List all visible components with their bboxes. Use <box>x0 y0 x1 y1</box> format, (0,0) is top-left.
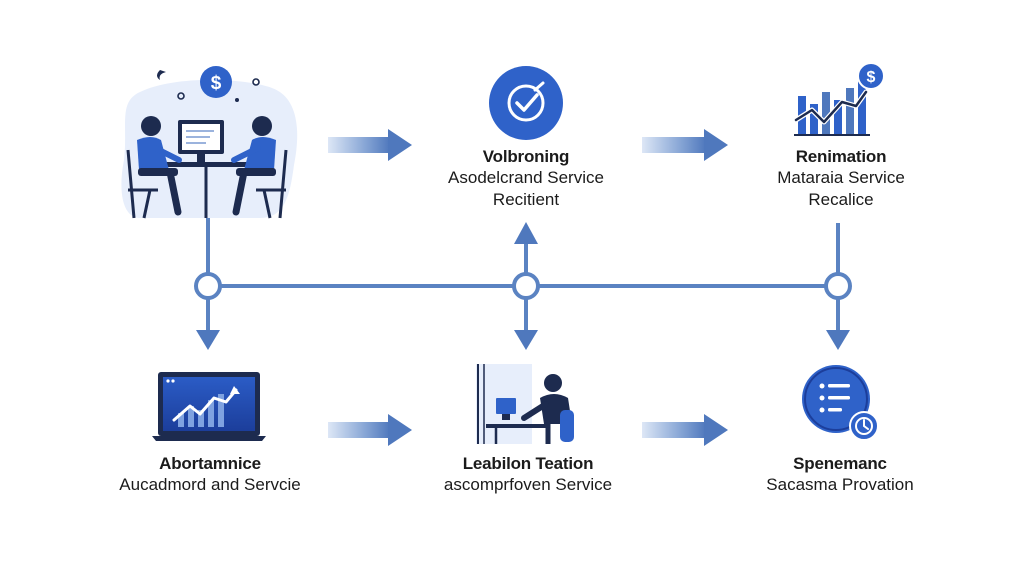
node-subtitle-line: Sacasma Provation <box>766 475 914 494</box>
svg-text:$: $ <box>867 69 876 86</box>
laptop-chart-icon <box>152 372 266 441</box>
flow-arrow-top-2 <box>642 129 728 161</box>
arrowhead-right-down <box>826 330 850 350</box>
connector-bus <box>206 218 840 334</box>
node-subtitle-line: Aucadmord and Servcie <box>119 475 301 494</box>
growth-chart-dollar-icon: $ <box>793 62 885 136</box>
person-at-computer-icon <box>476 364 574 444</box>
node-title: Abortamnice <box>159 454 261 473</box>
flow-arrow-bottom-1 <box>328 414 412 446</box>
node-subtitle-line: Recalice <box>808 190 874 209</box>
checklist-clock-icon <box>802 365 879 441</box>
node-label-bottom-left: Abortamnice Aucadmord and Servcie <box>119 454 300 496</box>
node-title: Renimation <box>795 147 887 166</box>
junction-left <box>194 272 222 300</box>
node-title: Leabilon Teation <box>462 454 594 473</box>
node-subtitle-line: ascomprfoven Service <box>443 475 613 494</box>
node-title: Volbroning <box>482 147 570 166</box>
node-subtitle-line: Mataraia Service <box>777 168 905 187</box>
flow-arrow-bottom-2 <box>642 414 728 446</box>
arrowhead-left-down <box>196 330 220 350</box>
junction-middle <box>512 272 540 300</box>
meeting-people-icon: $ <box>121 66 298 219</box>
node-label-bottom-right: Spenemanc Sacasma Provation <box>766 454 913 496</box>
node-subtitle-line: Recitient <box>492 190 560 209</box>
flow-arrow-top-1 <box>328 129 412 161</box>
node-label-top-right: Renimation Mataraia Service Recalice <box>777 147 905 211</box>
node-title: Spenemanc <box>793 454 887 473</box>
arrowhead-mid-down <box>514 330 538 350</box>
node-label-top-middle: Volbroning Asodelcrand Service Recitient <box>448 147 604 211</box>
node-subtitle-line: Asodelcrand Service <box>448 168 604 187</box>
node-label-bottom-middle: Leabilon Teation ascomprfoven Service <box>444 454 612 496</box>
arrowhead-mid-up <box>514 222 538 244</box>
check-badge-icon <box>489 66 563 140</box>
junction-right <box>824 272 852 300</box>
svg-text:$: $ <box>211 73 222 94</box>
